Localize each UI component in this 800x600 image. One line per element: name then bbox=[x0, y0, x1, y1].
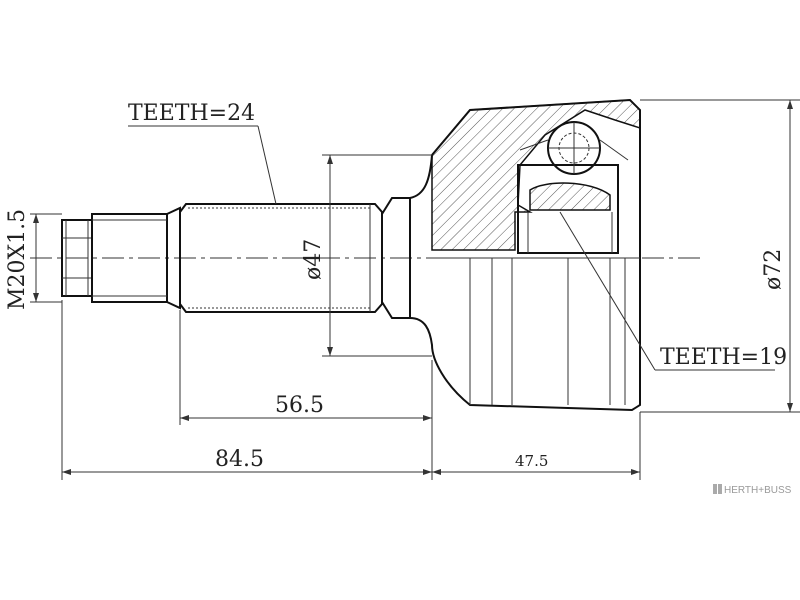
dim-len-47-5: 47.5 bbox=[432, 412, 641, 480]
dim-thread: M20X1.5 bbox=[5, 209, 62, 310]
dim-len-84-5: 84.5 bbox=[61, 300, 432, 480]
leader-teeth-24: TEETH=24 bbox=[128, 101, 277, 205]
housing bbox=[409, 98, 641, 412]
label-len-47-5: 47.5 bbox=[515, 452, 548, 470]
label-len-56-5: 56.5 bbox=[275, 393, 324, 418]
herth-buss-logo-icon bbox=[713, 484, 722, 494]
dim-len-56-5: 56.5 bbox=[179, 310, 433, 480]
label-dia-47: ø47 bbox=[301, 239, 326, 280]
label-teeth-24: TEETH=24 bbox=[128, 101, 255, 126]
label-thread: M20X1.5 bbox=[5, 209, 30, 310]
label-dia-72: ø72 bbox=[761, 249, 786, 290]
brand-logo: HERTH+BUSS bbox=[713, 484, 792, 496]
label-teeth-19: TEETH=19 bbox=[660, 345, 787, 370]
splined-shaft bbox=[179, 197, 411, 319]
inner-race bbox=[517, 121, 629, 254]
brand-logo-text: HERTH+BUSS bbox=[724, 485, 792, 496]
dim-dia-47: ø47 bbox=[301, 154, 432, 357]
dim-dia-72: ø72 bbox=[640, 99, 800, 413]
leader-teeth-19: TEETH=19 bbox=[559, 211, 787, 371]
label-len-84-5: 84.5 bbox=[215, 447, 264, 472]
